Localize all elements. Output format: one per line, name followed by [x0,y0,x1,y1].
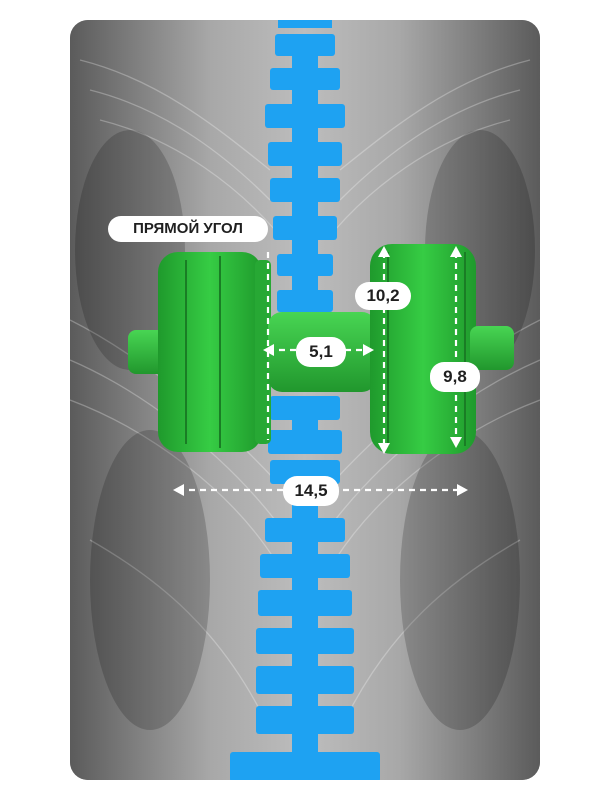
muscle-shading [75,130,535,730]
back-anatomy-illustration [70,20,540,780]
handle-width-label: 5,1 [296,337,346,367]
left-plate [158,252,262,452]
right-end-cap [470,326,514,370]
plate-inner-height-label: 9,8 [430,362,480,392]
plate-height-label: 10,2 [355,282,411,310]
measure-arrows [173,246,468,496]
right-plate [370,244,476,454]
illustration-canvas [70,20,540,780]
right-angle-label: ПРЯМОЙ УГОЛ [108,216,268,242]
overall-width-label: 14,5 [283,476,339,506]
